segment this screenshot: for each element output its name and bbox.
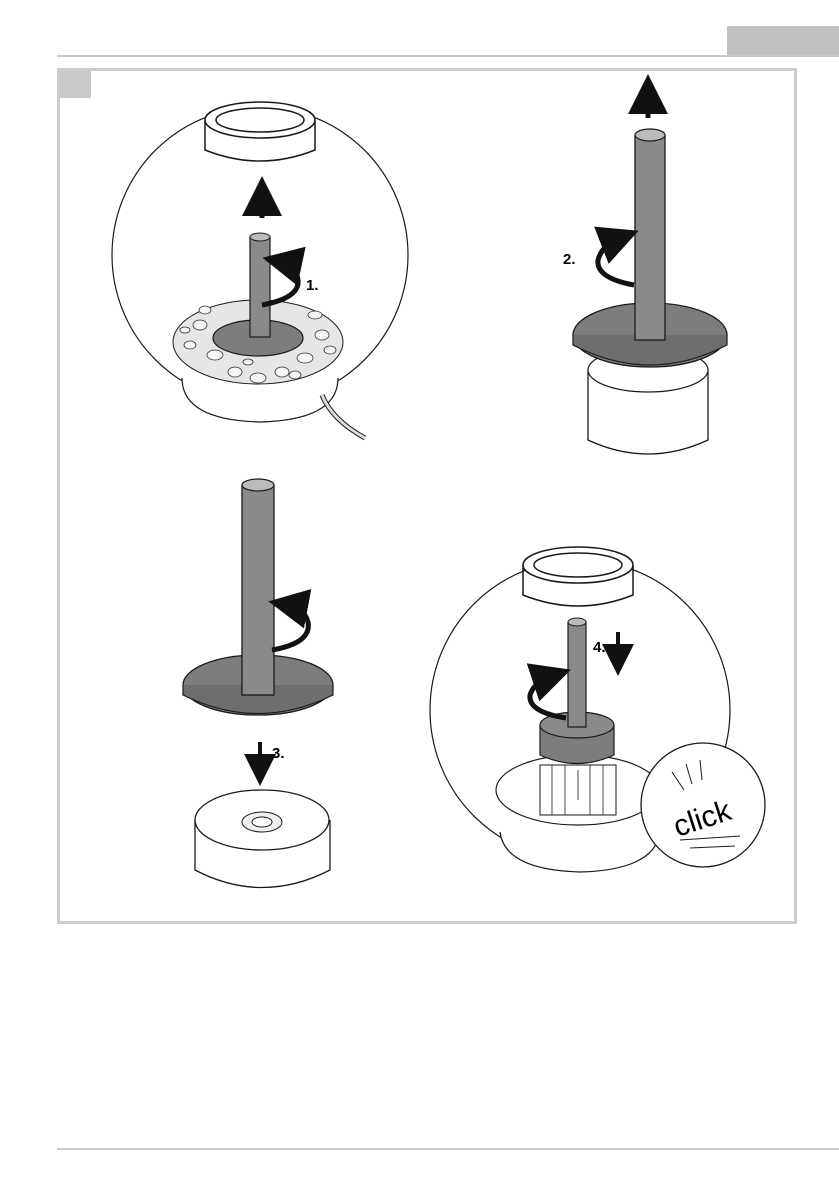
rotate-arrow-2 <box>598 238 634 285</box>
rotate-arrow-3 <box>272 605 308 650</box>
step-label-3: 3. <box>272 745 285 762</box>
step-label-2: 2. <box>563 251 576 268</box>
pump-tube-1 <box>250 237 270 337</box>
aquarium-base-1 <box>182 378 338 422</box>
panel-4-reassemble: 4. click <box>430 547 765 872</box>
step-label-1: 1. <box>306 277 319 294</box>
step-label-4: 4. <box>593 639 606 656</box>
pump-tube-4 <box>568 622 586 727</box>
panel-1-remove-pump-tube: 1. <box>112 102 408 438</box>
pump-tube-2 <box>635 135 665 340</box>
panel-2-unscrew-plate: 2. <box>563 94 727 454</box>
panel-3-lift-off-pump: 3. <box>183 479 333 888</box>
footer-rule <box>57 1148 839 1150</box>
aquarium-base-4 <box>500 832 660 872</box>
rotate-arrow-4 <box>530 676 566 718</box>
pump-tube-3 <box>242 485 274 695</box>
